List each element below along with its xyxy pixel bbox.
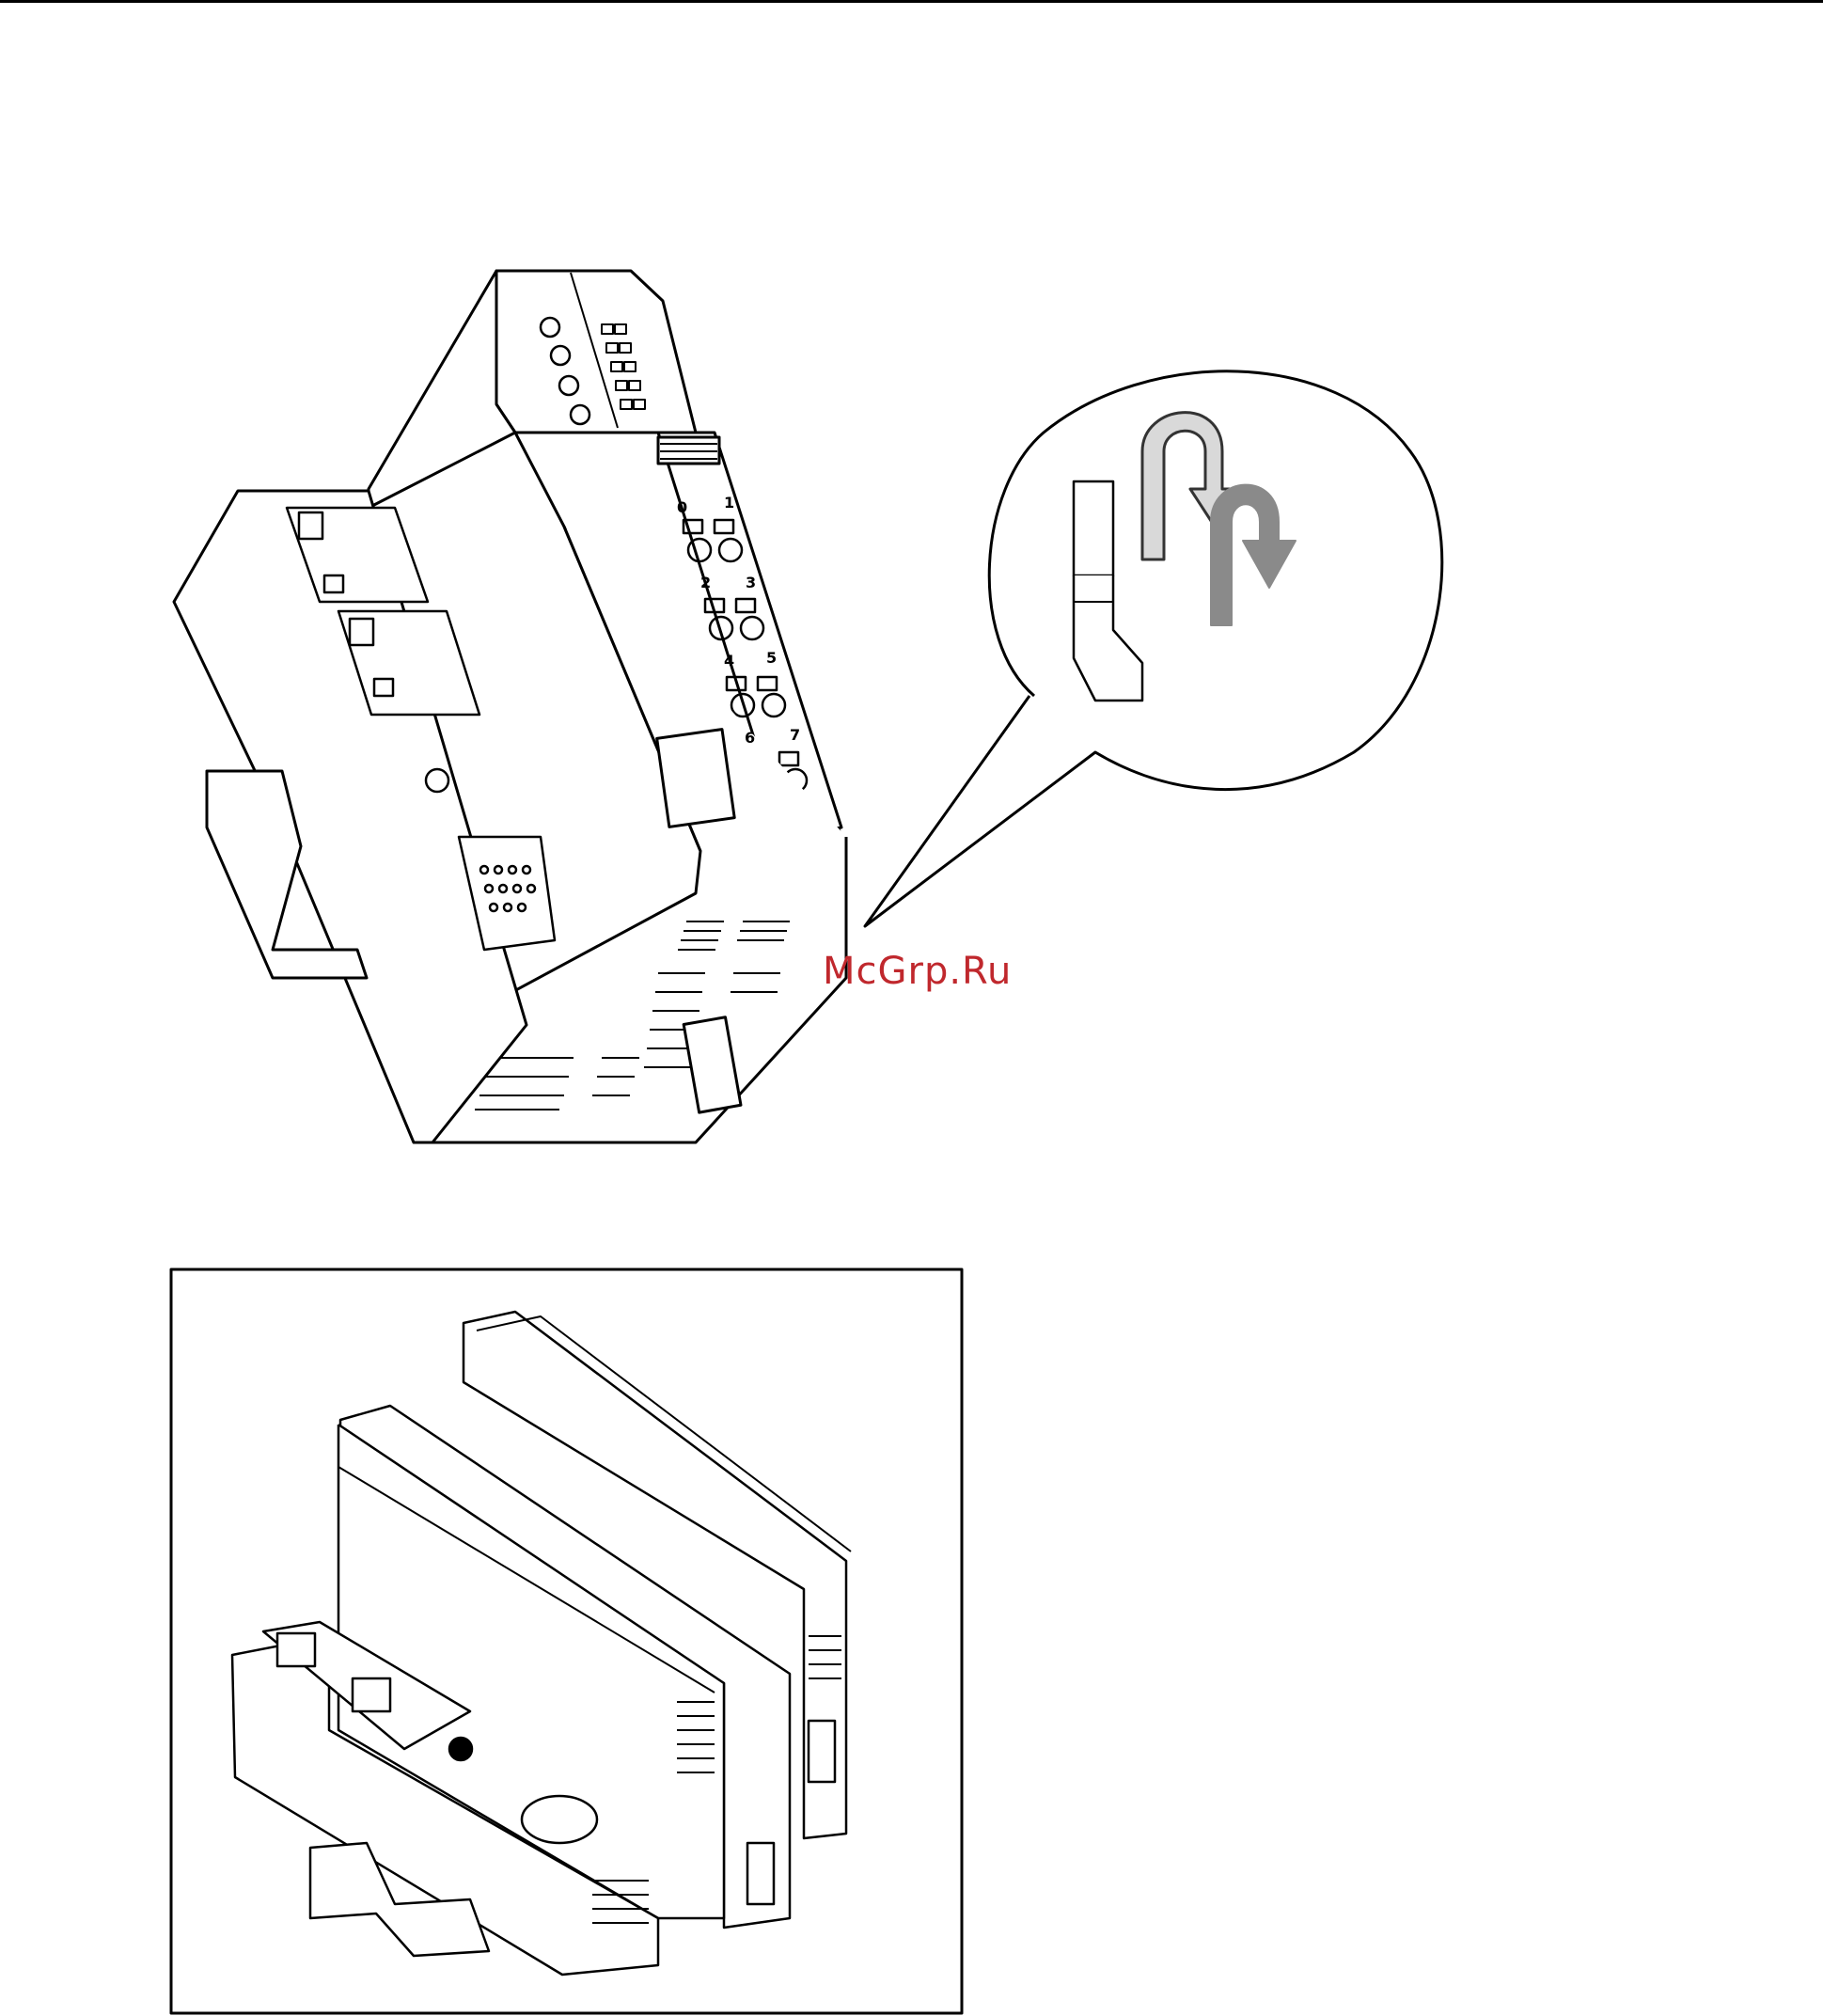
terminal-label-0: 0 (677, 498, 687, 516)
terminal-label-1: 1 (724, 494, 734, 512)
bottom-dsub-connector (522, 1796, 597, 1843)
terminal-label-6: 6 (745, 729, 755, 747)
latch-detail (1074, 481, 1113, 575)
housing-left-face (369, 271, 515, 508)
terminal-label-7: 7 (790, 726, 800, 744)
housing-top-face (496, 271, 696, 433)
terminal-label-3: 3 (746, 574, 756, 591)
detail-callout (865, 371, 1442, 926)
terminal-label-2: 2 (700, 574, 711, 591)
label-window (657, 730, 735, 827)
top-device-figure (174, 271, 846, 1142)
watermark-text: McGrp.Ru (823, 950, 1012, 993)
terminal-label-4: 4 (724, 652, 734, 669)
terminal-label-5: 5 (766, 649, 777, 667)
